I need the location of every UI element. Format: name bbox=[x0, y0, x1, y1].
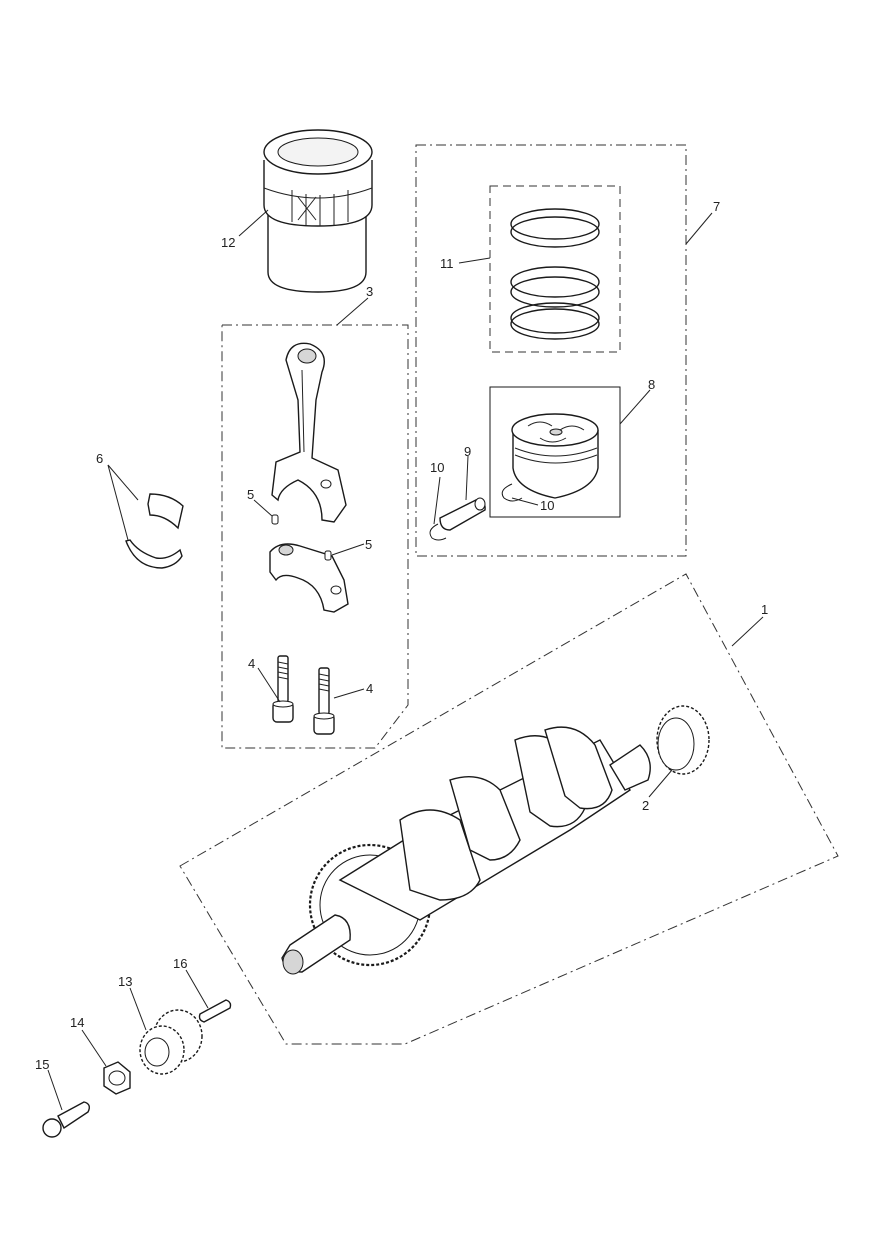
callout-2: 2 bbox=[642, 798, 649, 813]
bolt bbox=[42, 1101, 91, 1138]
callout-5-lower: 5 bbox=[365, 537, 372, 552]
connecting-rod bbox=[271, 342, 347, 523]
callout-15: 15 bbox=[35, 1057, 49, 1072]
circlip-right bbox=[501, 483, 523, 502]
piston-group-box bbox=[415, 144, 687, 557]
piston-rings bbox=[510, 208, 600, 340]
callout-12: 12 bbox=[221, 235, 235, 250]
crankshaft bbox=[281, 726, 651, 975]
conrod-bolt-left bbox=[272, 655, 294, 723]
crankshaft-group-box bbox=[179, 573, 839, 1045]
dowel-pin-upper bbox=[271, 514, 279, 525]
leader-lines bbox=[47, 209, 764, 1111]
callout-16: 16 bbox=[173, 956, 187, 971]
callout-14: 14 bbox=[70, 1015, 84, 1030]
callout-11: 11 bbox=[440, 256, 454, 271]
piston-box bbox=[489, 386, 621, 518]
callout-4-left: 4 bbox=[248, 656, 255, 671]
circlip-left bbox=[429, 523, 447, 541]
piston bbox=[511, 413, 599, 499]
callout-13: 13 bbox=[118, 974, 132, 989]
woodruff-pin bbox=[198, 999, 232, 1023]
callout-9: 9 bbox=[464, 444, 471, 459]
nut bbox=[103, 1061, 131, 1095]
piston-rings-box bbox=[489, 185, 621, 353]
sprocket bbox=[139, 1009, 203, 1075]
connecting-rod-group-box bbox=[221, 324, 409, 749]
callout-7: 7 bbox=[713, 199, 720, 214]
connecting-rod-cap bbox=[269, 543, 349, 613]
big-end-bearing-shells bbox=[125, 493, 184, 569]
callout-10-right: 10 bbox=[540, 498, 554, 513]
callout-8: 8 bbox=[648, 377, 655, 392]
callout-10-left: 10 bbox=[430, 460, 444, 475]
gudgeon-pin bbox=[439, 497, 486, 531]
callout-4-right: 4 bbox=[366, 681, 373, 696]
callout-3: 3 bbox=[366, 284, 373, 299]
callout-6: 6 bbox=[96, 451, 103, 466]
conrod-bolt-right bbox=[313, 667, 335, 735]
cylinder-liner bbox=[263, 129, 373, 293]
callout-5-upper: 5 bbox=[247, 487, 254, 502]
dowel-pin-lower bbox=[324, 550, 332, 561]
callout-1: 1 bbox=[761, 602, 768, 617]
crank-bearing bbox=[656, 705, 710, 775]
